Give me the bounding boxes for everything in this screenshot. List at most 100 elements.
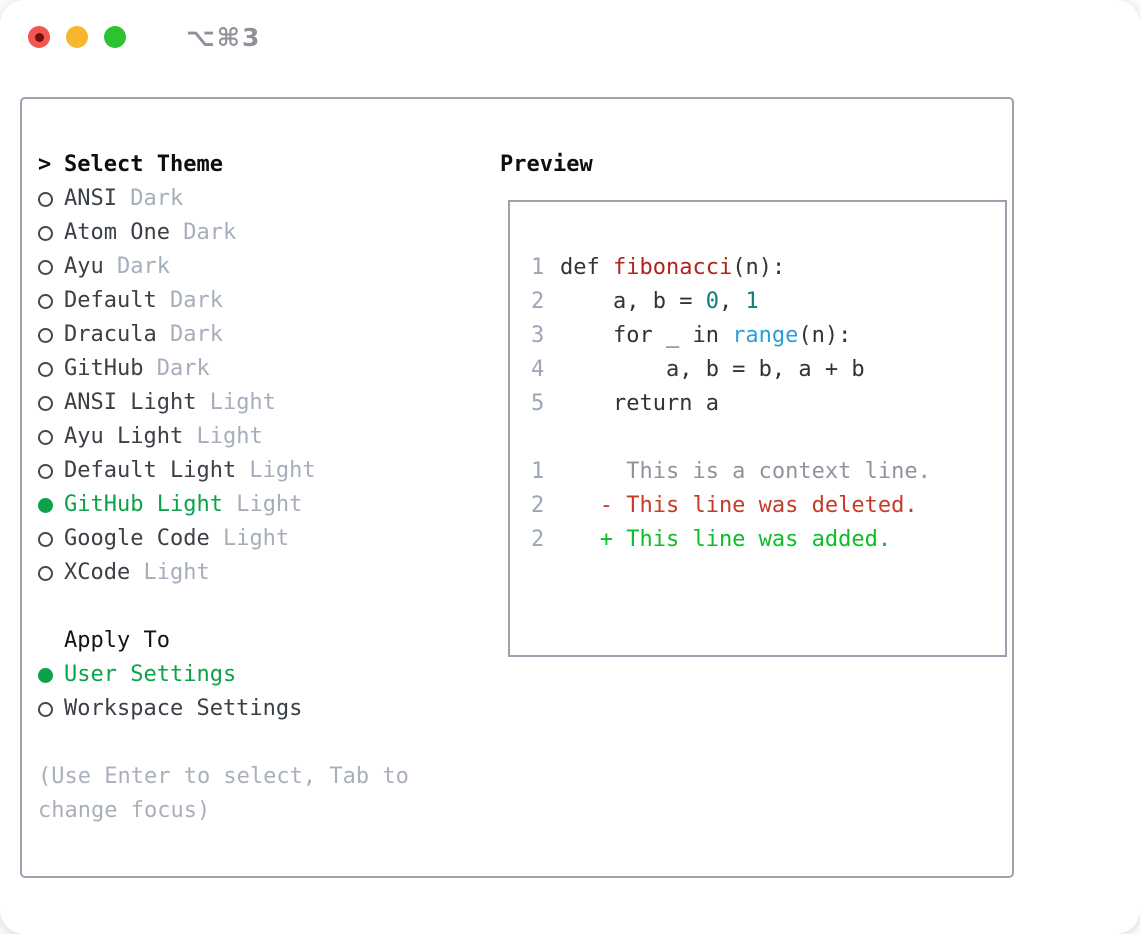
radio-icon	[38, 420, 64, 454]
theme-option[interactable]: Ayu Light Light	[38, 420, 468, 454]
diff-line: 2 + This line was added.	[531, 523, 1005, 557]
theme-variant-tag: Light	[222, 492, 303, 517]
theme-option[interactable]: XCode Light	[38, 556, 468, 590]
theme-variant-tag: Light	[196, 390, 276, 415]
theme-name: ANSI	[64, 186, 117, 211]
line-number: 5	[531, 391, 545, 416]
code-line: 3 for _ in range(n):	[531, 319, 1005, 353]
radio-icon	[38, 216, 64, 250]
radio-icon	[38, 488, 64, 522]
radio-icon	[38, 454, 64, 488]
theme-name: GitHub	[64, 356, 144, 381]
apply-to-heading: Apply To	[38, 624, 468, 658]
theme-option[interactable]: Atom One Dark	[38, 216, 468, 250]
theme-option[interactable]: Dracula Dark	[38, 318, 468, 352]
theme-option[interactable]: GitHub Dark	[38, 352, 468, 386]
radio-icon	[38, 386, 64, 420]
apply-to-heading-label: Apply To	[64, 628, 170, 653]
theme-name: Default	[64, 288, 157, 313]
theme-name: XCode	[64, 560, 131, 585]
theme-name: Default Light	[64, 458, 237, 483]
spacer	[38, 590, 468, 624]
zoom-button[interactable]	[104, 26, 126, 48]
radio-icon	[38, 318, 64, 352]
theme-variant-tag: Dark	[116, 186, 184, 211]
prompt-caret-icon: >	[38, 152, 52, 177]
line-number: 3	[531, 323, 545, 348]
diff-text: This is a context line.	[560, 459, 931, 484]
theme-variant-tag: Dark	[143, 356, 210, 381]
line-number: 4	[531, 357, 545, 382]
line-number: 2	[531, 493, 545, 518]
theme-option[interactable]: Default Dark	[38, 284, 468, 318]
diff-text: + This line was added.	[560, 527, 892, 552]
radio-icon	[38, 182, 64, 216]
theme-variant-tag: Light	[130, 560, 210, 585]
code-line: 5 return a	[531, 387, 1005, 421]
code-token: return a	[560, 391, 719, 416]
code-token: fibonacci	[612, 255, 733, 280]
code-token: ,	[718, 289, 746, 314]
radio-icon	[38, 658, 64, 692]
close-dot-icon	[34, 32, 44, 42]
blank-line	[531, 421, 1005, 455]
code-token: a, b =	[560, 289, 706, 314]
theme-name: GitHub Light	[64, 492, 223, 517]
code-line: 1 def fibonacci(n):	[531, 251, 1005, 285]
apply-to-option[interactable]: Workspace Settings	[38, 692, 468, 726]
theme-variant-tag: Dark	[156, 322, 223, 347]
code-token: (n):	[798, 323, 852, 348]
titlebar: ⌥⌘3	[0, 0, 1140, 74]
preview-heading: Preview	[500, 152, 593, 177]
keyboard-hint: (Use Enter to select, Tab to change focu…	[38, 764, 409, 823]
code-token: def	[560, 255, 613, 280]
theme-option[interactable]: GitHub Light Light	[38, 488, 468, 522]
code-line: 2 a, b = 0, 1	[531, 285, 1005, 319]
theme-option[interactable]: Ayu Dark	[38, 250, 468, 284]
theme-variant-tag: Light	[236, 458, 316, 483]
apply-to-option-label: Workspace Settings	[64, 696, 303, 721]
radio-icon	[38, 352, 64, 386]
line-number: 2	[531, 289, 545, 314]
code-token: 1	[745, 289, 759, 314]
apply-to-option[interactable]: User Settings	[38, 658, 468, 692]
theme-name: ANSI Light	[64, 390, 197, 415]
theme-variant-tag: Light	[209, 526, 290, 551]
code-token: (n):	[732, 255, 786, 280]
radio-icon	[38, 522, 64, 556]
diff-line: 1 This is a context line.	[531, 455, 1005, 489]
select-theme-heading: >Select Theme	[38, 148, 468, 182]
line-number: 1	[531, 255, 545, 280]
theme-variant-tag: Dark	[103, 254, 170, 279]
diff-text: - This line was deleted.	[560, 493, 918, 518]
code-token: range	[732, 323, 799, 348]
code-token: for _ in	[560, 323, 733, 348]
code-token: a, b = b, a + b	[560, 357, 865, 382]
theme-variant-tag: Dark	[156, 288, 223, 313]
theme-option[interactable]: Default Light Light	[38, 454, 468, 488]
radio-icon	[38, 556, 64, 590]
minimize-button[interactable]	[66, 26, 88, 48]
diff-line: 2 - This line was deleted.	[531, 489, 1005, 523]
theme-name: Dracula	[64, 322, 157, 347]
radio-icon	[38, 284, 64, 318]
theme-option[interactable]: Google Code Light	[38, 522, 468, 556]
theme-name: Ayu	[64, 254, 104, 279]
theme-option[interactable]: ANSI Dark	[38, 182, 468, 216]
radio-icon	[38, 692, 64, 726]
radio-icon	[38, 250, 64, 284]
theme-name: Google Code	[64, 526, 210, 551]
close-button[interactable]	[28, 26, 50, 48]
theme-name: Ayu Light	[64, 424, 184, 449]
code-token: 0	[705, 289, 719, 314]
theme-option[interactable]: ANSI Light Light	[38, 386, 468, 420]
apply-to-option-label: User Settings	[64, 662, 237, 687]
theme-variant-tag: Dark	[169, 220, 237, 245]
